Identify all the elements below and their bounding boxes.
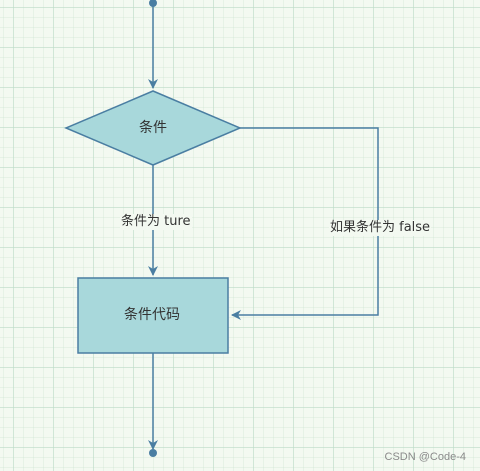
condition-label: 条件 <box>139 120 167 136</box>
watermark: CSDN @Code-4 <box>384 451 466 463</box>
true-edge-label: 条件为 ture <box>120 214 192 230</box>
false-edge-label: 如果条件为 false <box>329 220 432 236</box>
end-point <box>149 449 157 457</box>
condition-code-block[interactable] <box>77 277 229 354</box>
condition-code-label: 条件代码 <box>124 307 180 323</box>
